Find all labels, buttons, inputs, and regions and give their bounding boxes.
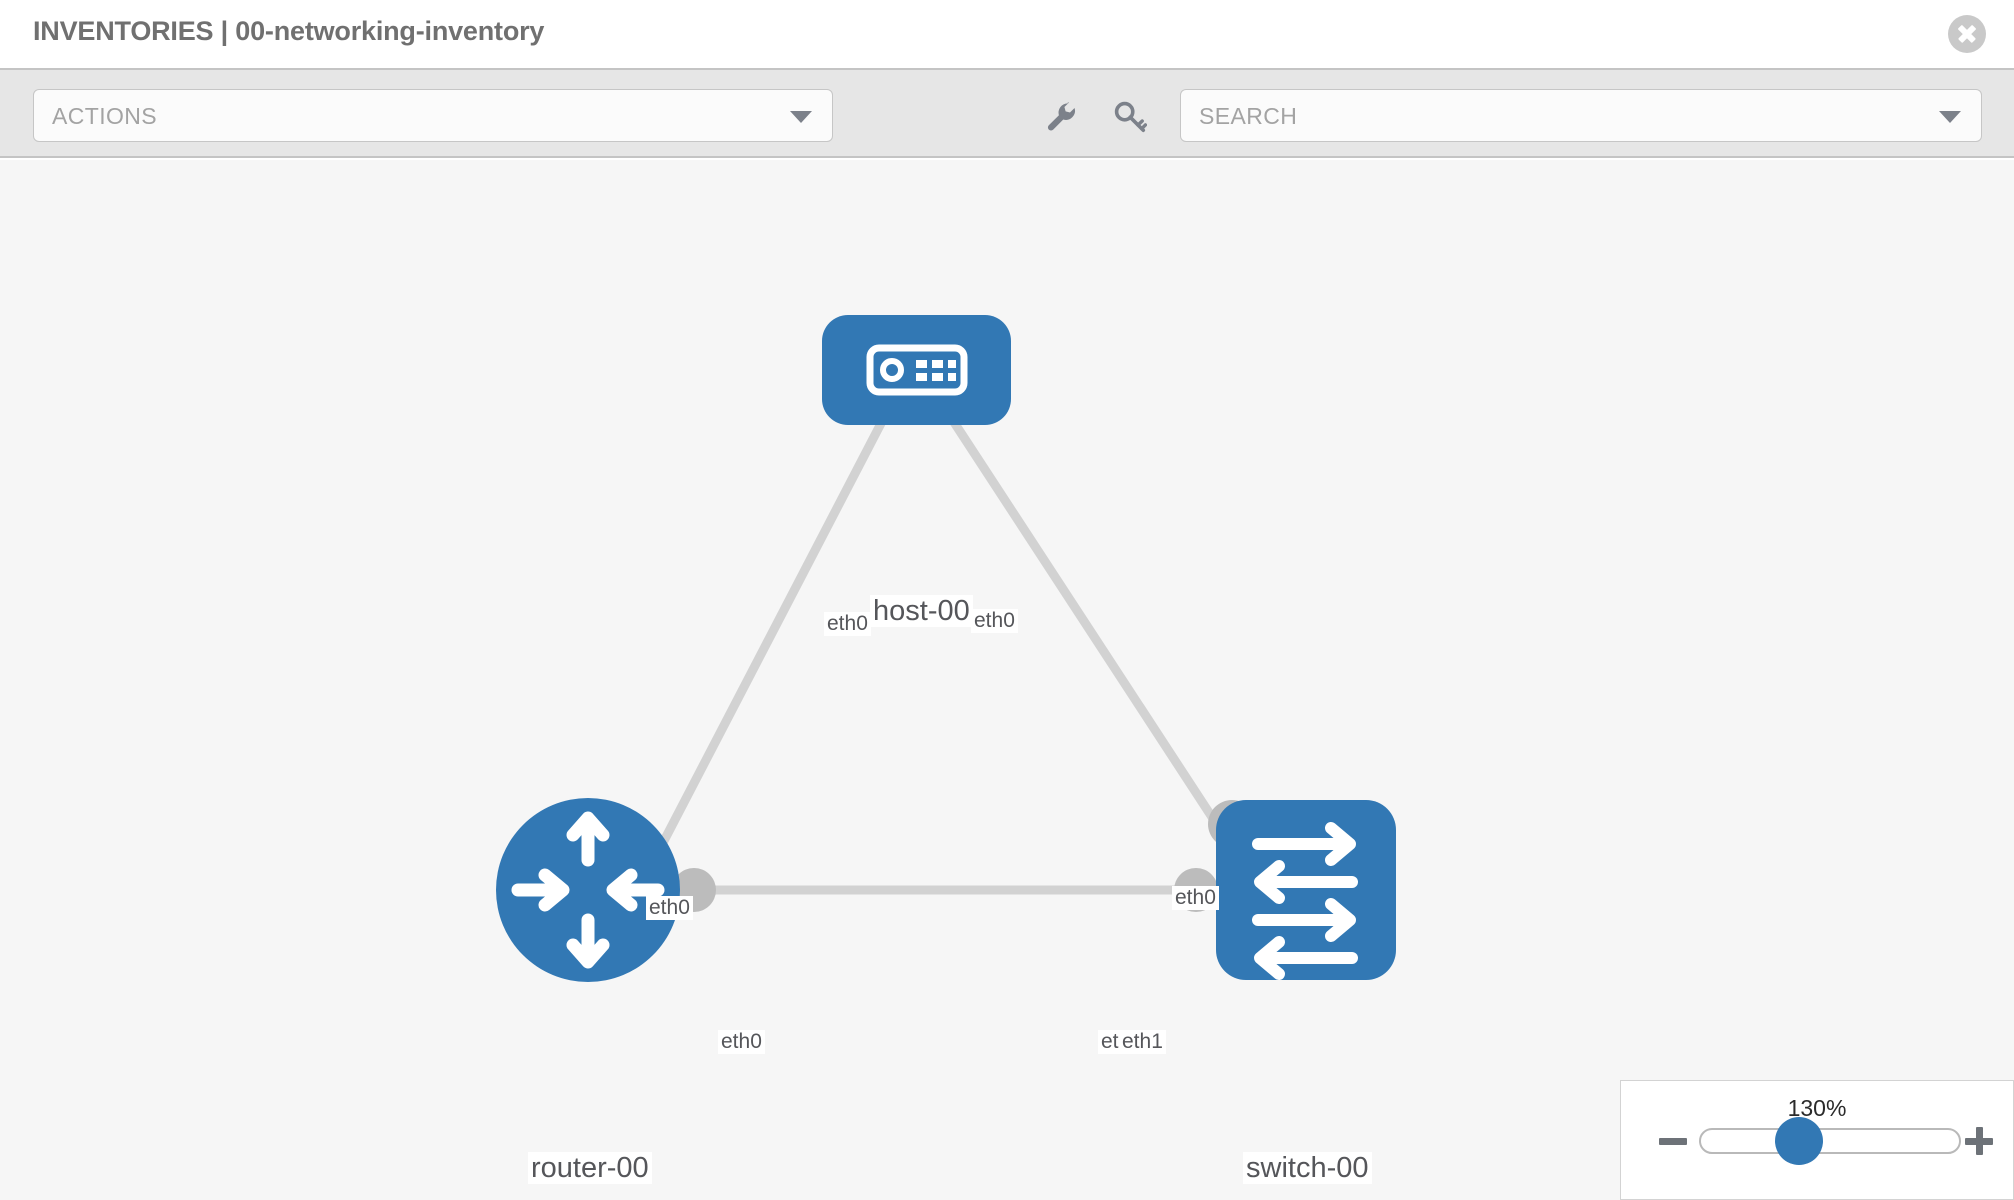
topology-graph [496, 315, 1396, 982]
zoom-slider[interactable] [1699, 1128, 1961, 1154]
router-arrows-icon [511, 811, 665, 969]
actions-dropdown-label: ACTIONS [52, 103, 158, 129]
zoom-out-button[interactable] [1657, 1125, 1689, 1157]
actions-dropdown[interactable]: ACTIONS [33, 89, 833, 142]
node-host-00[interactable] [822, 315, 1011, 425]
zoom-control-panel: 130% [1620, 1080, 2014, 1200]
interface-label: eth0 [1172, 886, 1219, 911]
wrench-icon[interactable] [1045, 100, 1079, 134]
minus-icon [1659, 1137, 1687, 1145]
zoom-level-label: 130% [1787, 1095, 1847, 1121]
key-icon-svg [1114, 101, 1148, 133]
node-router-00-shape[interactable] [496, 798, 680, 982]
chevron-down-icon [790, 111, 812, 123]
node-label-host: host-00 [870, 595, 973, 628]
topology-canvas[interactable]: host-00 router-00 switch-00 eth0 eth0 et… [0, 160, 2014, 1200]
toolbar: ACTIONS SEARCH [0, 68, 2014, 158]
topology-edges [650, 407, 1244, 895]
search-input-placeholder: SEARCH [1199, 103, 1298, 129]
node-router-00[interactable] [496, 798, 680, 982]
zoom-in-button[interactable] [1963, 1125, 1995, 1157]
node-host-00-shape[interactable] [822, 315, 1011, 425]
chevron-down-icon [1939, 111, 1961, 123]
node-switch-00[interactable] [1216, 800, 1396, 980]
topology-connectors [672, 368, 1256, 912]
interface-label: eth0 [646, 896, 693, 921]
interface-label: eth1 [1119, 1030, 1166, 1055]
edge-host-router[interactable] [650, 407, 892, 863]
node-label-router: router-00 [528, 1152, 652, 1185]
plus-icon-vertical [1975, 1127, 1983, 1155]
wrench-icon-svg [1047, 102, 1075, 131]
server-icon [866, 344, 968, 396]
close-icon[interactable] [1948, 15, 1986, 53]
interface-label: eth0 [824, 612, 871, 637]
edge-host-switch[interactable] [942, 407, 1244, 863]
page-title: INVENTORIES | 00-networking-inventory [33, 16, 545, 46]
page-header: INVENTORIES | 00-networking-inventory [0, 0, 2014, 68]
key-icon[interactable] [1113, 100, 1148, 134]
interface-label: eth0 [971, 609, 1018, 634]
interface-label: eth0 [718, 1030, 765, 1055]
search-input[interactable]: SEARCH [1180, 89, 1982, 142]
node-label-switch: switch-00 [1243, 1152, 1372, 1185]
switch-arrows-icon [1252, 822, 1358, 980]
zoom-slider-thumb[interactable] [1775, 1117, 1823, 1165]
